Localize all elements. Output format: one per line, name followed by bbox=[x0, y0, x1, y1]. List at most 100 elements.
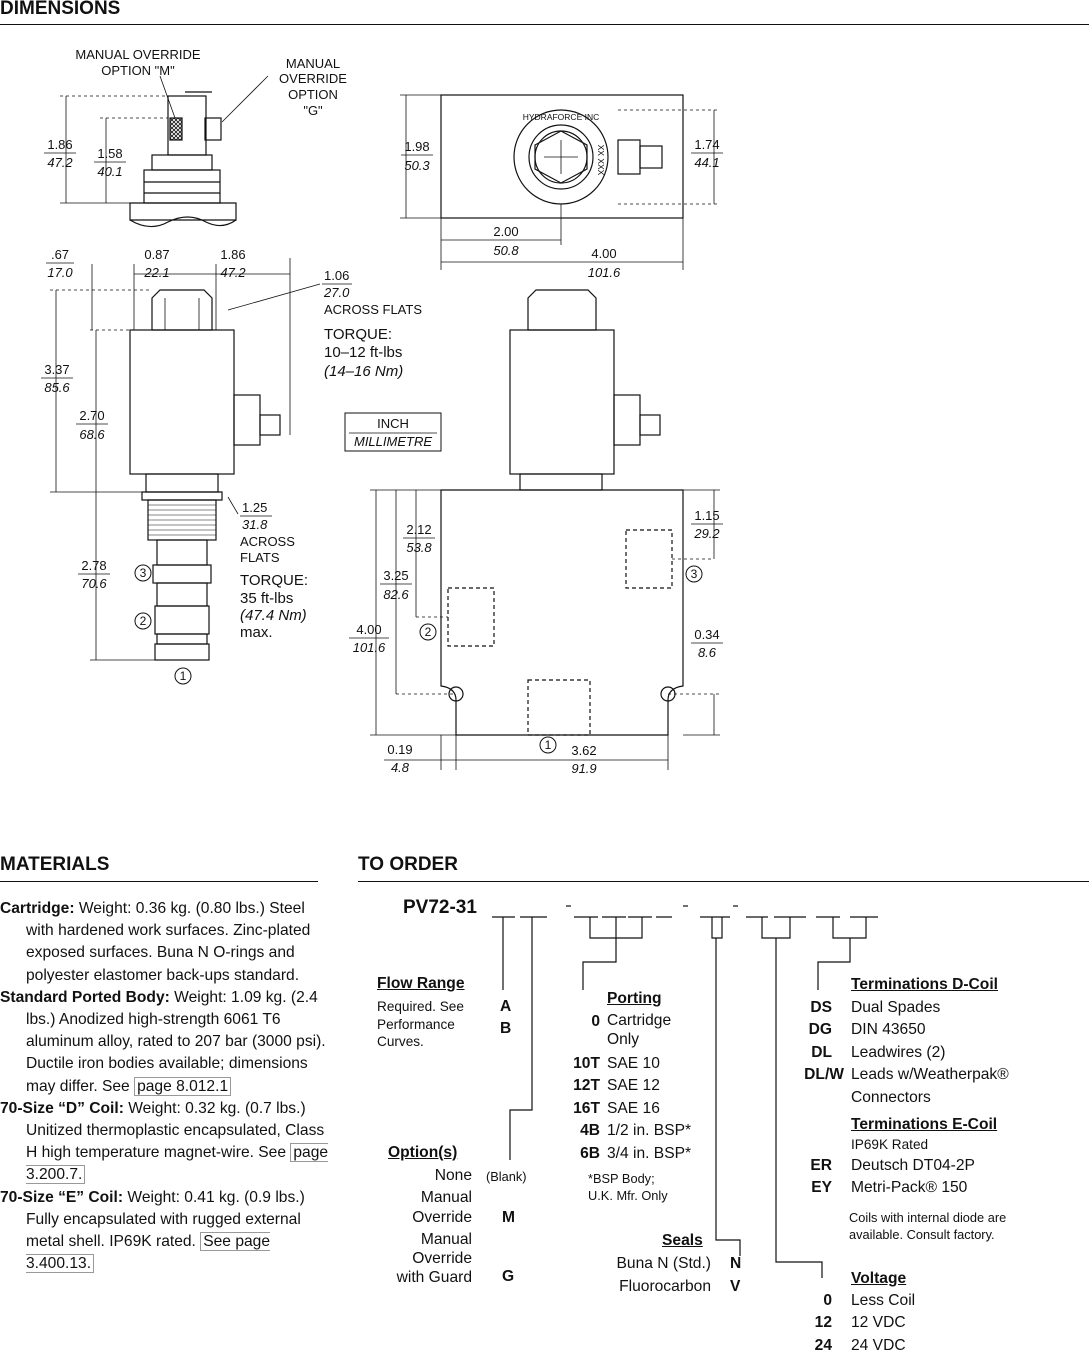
porting-name: Cartridge Only bbox=[607, 1012, 672, 1048]
units-legend: INCH MILLIMETRE bbox=[344, 412, 442, 452]
order-rule bbox=[358, 881, 1089, 882]
manual-override-m-line1: MANUAL OVERRIDE bbox=[75, 47, 201, 62]
term-d-name: Dual Spades bbox=[851, 999, 941, 1016]
dim-174: 1.74 44.1 bbox=[691, 137, 723, 170]
term-d-name: DIN 43650 bbox=[851, 1021, 926, 1039]
term-e-heading-text: Terminations E-Coil bbox=[851, 1116, 998, 1133]
voltage-name: 24 VDC bbox=[851, 1336, 906, 1354]
port-markers bbox=[134, 564, 703, 754]
torque-2-line3: (47.4 Nm) bbox=[240, 607, 307, 624]
dim-337: 3.37 85.6 bbox=[41, 362, 73, 395]
material-label: 70-Size “D” Coil: bbox=[0, 1099, 124, 1117]
term-e-name: Metri-Pack® 150 bbox=[851, 1179, 968, 1197]
porting-note-line: U.K. Mfr. Only bbox=[588, 1188, 668, 1203]
material-label: 70-Size “E” Coil: bbox=[0, 1188, 124, 1206]
material-text: Weight: 1.09 kg. (2.4 lbs.) Anodized hig… bbox=[26, 988, 326, 1095]
term-d-name: Leadwires (2) bbox=[851, 1043, 946, 1061]
flow-range-desc-line: Performance bbox=[377, 1016, 455, 1032]
dim-278: 2.78 70.6 bbox=[78, 558, 110, 591]
options-heading: Option(s) bbox=[388, 1144, 458, 1161]
seals-heading-text: Seals bbox=[662, 1232, 703, 1249]
flow-range-block: Flow Range bbox=[377, 973, 465, 995]
porting-note: *BSP Body; U.K. Mfr. Only bbox=[588, 1170, 668, 1204]
dim-value-in: 4.00 bbox=[356, 622, 381, 637]
porting-code: 16T bbox=[573, 1099, 600, 1117]
dim-067: .67 17.0 bbox=[46, 247, 74, 280]
porting-code: 6B bbox=[580, 1144, 600, 1162]
material-label: Cartridge: bbox=[0, 900, 75, 917]
dim-value-in: 3.25 bbox=[383, 568, 408, 583]
dim-198: 1.98 50.3 bbox=[401, 139, 433, 173]
porting-name: 1/2 in. BSP* bbox=[607, 1122, 692, 1140]
torque-1-line1: TORQUE: bbox=[324, 326, 392, 343]
dim-value-in: 4.00 bbox=[591, 246, 616, 261]
term-e-note: Coils with internal diode are available.… bbox=[849, 1209, 1006, 1243]
dim-value-mm: 91.9 bbox=[571, 761, 596, 776]
dim-value-in: 2.78 bbox=[81, 558, 106, 573]
porting-name: SAE 10 bbox=[607, 1055, 660, 1072]
dim-value-in: 2.12 bbox=[406, 522, 431, 537]
porting-code: 0 bbox=[591, 1013, 600, 1030]
dim-value-in: 1.58 bbox=[97, 146, 122, 161]
dim-325: 3.25 82.6 bbox=[380, 568, 412, 602]
dim-115: 1.15 29.2 bbox=[691, 508, 723, 541]
dim-value-in: 0.87 bbox=[144, 247, 169, 262]
flow-range-codes: A B bbox=[500, 996, 511, 1041]
dim-212: 2.12 53.8 bbox=[403, 522, 435, 555]
top-left-view bbox=[60, 75, 269, 228]
dimensions-drawing: 3 2 1 2 3 1 HYDRAFORCE INC XX XXX MANUAL… bbox=[41, 47, 723, 776]
dim-value-in: 1.25 bbox=[242, 500, 267, 515]
dim-value-in: 3.37 bbox=[44, 362, 69, 377]
dim-value-in: 1.74 bbox=[694, 137, 719, 152]
term-d-heading: Terminations D-Coil bbox=[851, 974, 998, 996]
page-link-8012[interactable]: page 8.012.1 bbox=[134, 1076, 232, 1096]
across-flats-2-line1: ACROSS bbox=[240, 534, 295, 549]
dim-value-in: .67 bbox=[51, 247, 69, 262]
torque-1-line3: (14–16 Nm) bbox=[324, 363, 403, 380]
term-e-heading: Terminations E-Coil bbox=[851, 1114, 997, 1136]
option-g-name: Manual Override with Guard bbox=[396, 1231, 472, 1286]
dimensions-heading: DIMENSIONS bbox=[0, 0, 121, 19]
dim-value-mm: 70.6 bbox=[81, 576, 107, 591]
term-e-sub: IP69K Rated bbox=[851, 1137, 929, 1152]
dim-value-mm: 85.6 bbox=[44, 380, 70, 395]
porting-code: 12T bbox=[573, 1077, 600, 1095]
page-link-32007[interactable]: page 3.200.7. bbox=[26, 1143, 329, 1185]
dim-value-mm: 8.6 bbox=[698, 645, 717, 660]
term-d-code: DL/W bbox=[804, 1066, 844, 1084]
option-none-name: None bbox=[434, 1167, 472, 1184]
dim-value-in: 2.00 bbox=[493, 224, 518, 239]
dim-value-mm: 82.6 bbox=[383, 587, 409, 602]
voltage-name: 12 VDC bbox=[851, 1314, 906, 1332]
port-3-label: 3 bbox=[140, 566, 147, 580]
dim-019: 0.19 4.8 bbox=[387, 742, 412, 775]
seal-buna-code: N bbox=[730, 1255, 742, 1272]
dim-value-mm: 68.6 bbox=[79, 427, 105, 442]
dim-value-mm: 4.8 bbox=[391, 760, 410, 775]
torque-2-line1: TORQUE: bbox=[240, 572, 308, 589]
model-code: PV72-31 bbox=[403, 897, 477, 918]
term-d-heading-text: Terminations D-Coil bbox=[851, 976, 998, 993]
dim-value-in: 2.70 bbox=[79, 408, 104, 423]
term-d-name: Leads w/Weatherpak® Connectors bbox=[851, 1066, 1009, 1106]
manual-override-g-line2: OVERRIDE bbox=[279, 71, 347, 86]
term-e-note-line: available. Consult factory. bbox=[849, 1227, 995, 1242]
option-g-code: G bbox=[502, 1268, 515, 1285]
term-d-code: DL bbox=[811, 1043, 832, 1061]
dim-270: 2.70 68.6 bbox=[76, 408, 108, 442]
porting-heading-text: Porting bbox=[607, 990, 662, 1007]
torque-2-line2: 35 ft-lbs bbox=[240, 590, 293, 607]
voltage-heading: Voltage bbox=[851, 1268, 906, 1290]
term-e-name: Deutsch DT04-2P bbox=[851, 1157, 975, 1174]
material-text: Weight: 0.36 kg. (0.80 lbs.) Steel with … bbox=[26, 900, 311, 984]
page-link-340013[interactable]: See page 3.400.13. bbox=[26, 1232, 271, 1274]
options-block: Option(s) bbox=[388, 1142, 457, 1164]
material-label: Standard Ported Body: bbox=[0, 988, 170, 1006]
flow-range-desc-line: Required. See bbox=[377, 999, 464, 1014]
dim-value-in: 1.86 bbox=[220, 247, 245, 262]
porting-name: SAE 12 bbox=[607, 1077, 660, 1095]
materials-rule bbox=[0, 881, 318, 882]
